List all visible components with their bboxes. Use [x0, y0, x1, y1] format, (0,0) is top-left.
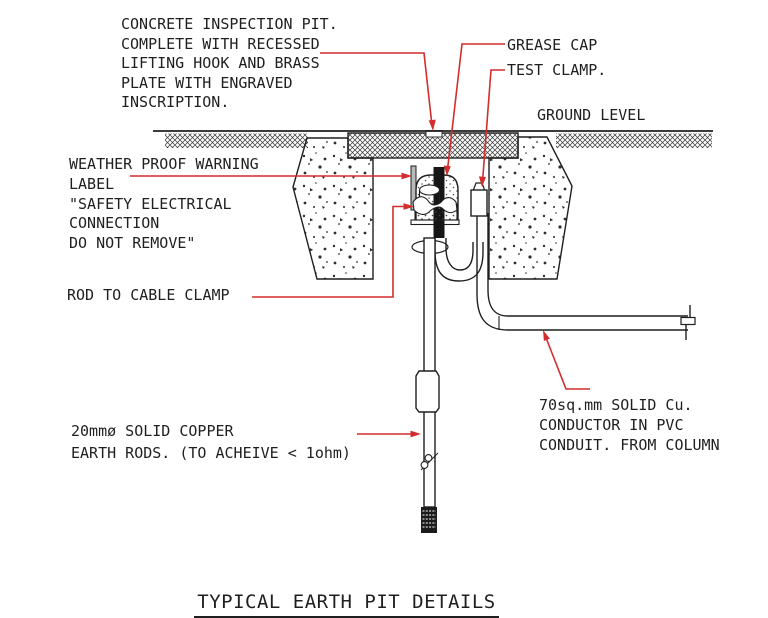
test-clamp-label: TEST CLAMP.	[507, 61, 607, 79]
conductor-note: 70sq.mm SOLID Cu. CONDUCTOR IN PVC CONDU…	[539, 396, 720, 454]
left-concrete-pier	[292, 137, 374, 280]
earth-rod-note: 20mmø SOLID COPPER EARTH RODS. (TO ACHEI…	[71, 422, 351, 462]
leader-earth-rods	[357, 430, 421, 438]
warning-label-note: WEATHER PROOF WARNING LABEL "SAFETY ELEC…	[69, 155, 259, 253]
ground-hatch-left	[165, 133, 308, 148]
rod-threaded-tip	[421, 507, 437, 533]
leader-warning-label	[130, 172, 412, 180]
leader-test-clamp	[478, 69, 505, 187]
drawing-title-text: TYPICAL EARTH PIT DETAILS	[194, 591, 499, 618]
ground-hatch-right	[556, 133, 712, 148]
ground-level-label: GROUND LEVEL	[537, 106, 646, 124]
grease-cap-assembly	[410, 167, 460, 238]
concrete-pit-note: CONCRETE INSPECTION PIT. COMPLETE WITH R…	[121, 15, 338, 111]
leader-grease-cap	[443, 43, 505, 176]
leader-conductor	[543, 330, 590, 390]
rod-coupling-sleeve	[415, 370, 440, 413]
rod-break-symbol	[420, 452, 439, 471]
leader-concrete-note	[320, 52, 436, 131]
leader-rod-clamp	[252, 203, 414, 298]
u-jumper-cable	[434, 238, 484, 282]
conduit-break-symbol	[680, 305, 696, 340]
grease-cap-label: GREASE CAP	[507, 36, 598, 54]
rod-to-cable-clamp-label: ROD TO CABLE CLAMP	[67, 286, 230, 304]
test-clamp-body	[470, 182, 488, 217]
pvc-conduit-conductor	[476, 213, 688, 331]
